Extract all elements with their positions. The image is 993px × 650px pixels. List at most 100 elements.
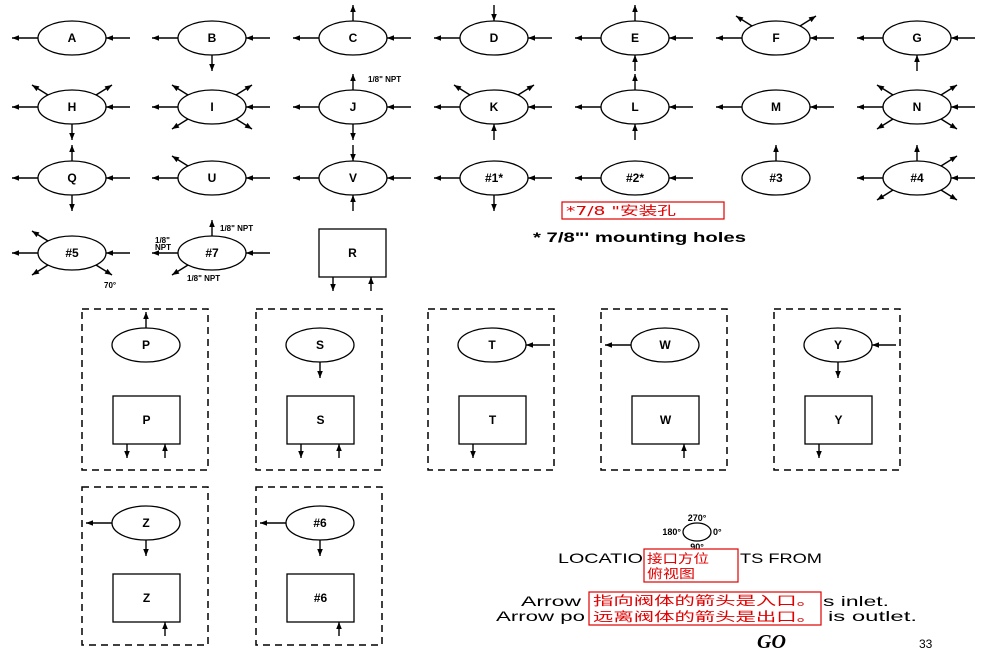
port-layout-h: H (12, 84, 130, 140)
orientation-compass: 270° 180° 0° 90° (662, 513, 722, 552)
layout-label: #1* (485, 171, 503, 185)
port-layout-m: M (716, 89, 834, 125)
layout-label: #2* (626, 171, 644, 185)
outlet-arrow (171, 118, 189, 130)
layout-label: L (631, 100, 638, 114)
port-layout-b: B (152, 20, 270, 71)
body-label: Y (834, 413, 842, 427)
layout-label: G (912, 31, 921, 45)
body-label: P (142, 413, 150, 427)
layout-label: T (488, 338, 496, 352)
compass-top-label: 270° (688, 513, 707, 523)
outlet-arrow (940, 189, 958, 201)
port-layout-7: #7 (152, 220, 270, 276)
layout-label: U (208, 171, 217, 185)
boxed-layout-w: WW (600, 308, 728, 471)
boxed-layout-y: YY (773, 308, 901, 471)
outlet-arrow (235, 84, 253, 96)
layout-label: J (350, 100, 357, 114)
compass-left-label: 180° (662, 527, 681, 537)
dashed-frame (427, 308, 555, 471)
body-view-w: W (631, 395, 700, 458)
layout-label: #6 (313, 516, 327, 530)
dashed-frame (255, 486, 383, 646)
outlet-arrow (31, 84, 49, 96)
port-layout-1: #1* (434, 160, 552, 211)
outlet-arrow (453, 84, 471, 96)
port-layout-u: U (152, 155, 270, 196)
outlet-rule-start: Arrow po (496, 608, 585, 624)
body-view-t: T (458, 395, 527, 458)
page-number: 33 (919, 637, 933, 650)
top-view-s: S (285, 327, 355, 378)
top-view-6: #6 (260, 505, 355, 556)
layout-label: S (316, 338, 324, 352)
valve-body-outline (286, 395, 355, 445)
layout-label: E (631, 31, 639, 45)
npt-callout-7-left-size: 1/8" (155, 236, 170, 245)
layout-label: M (771, 100, 781, 114)
body-view-p: P (112, 395, 181, 458)
port-layout-g: G (857, 20, 975, 71)
layout-label: I (210, 100, 213, 114)
body-view-y: Y (804, 395, 873, 458)
npt-callout-7-left-thread: NPT (155, 243, 171, 252)
outlet-arrow (799, 15, 817, 27)
outlet-arrow (31, 264, 49, 276)
inlet-rule-cn: 指向阀体的箭头是入口。 (593, 593, 817, 608)
legend-heading: LOCATIO TS FROM 接口方位 俯视图 (558, 548, 822, 583)
npt-callout-7-bottom: 1/8" NPT (187, 274, 220, 283)
outlet-arrow (735, 15, 753, 27)
valve-body-outline (458, 395, 527, 445)
legend-rules: Arrow s inlet. Arrow po is outlet. 指向阀体的… (496, 591, 917, 626)
port-layout-n: N (857, 84, 975, 130)
layout-label: N (913, 100, 922, 114)
outlet-arrow (31, 230, 49, 242)
outlet-rule-end: is outlet. (828, 608, 917, 624)
outlet-arrow (95, 84, 113, 96)
layout-label: #7 (205, 246, 219, 260)
layout-label: W (659, 338, 671, 352)
body-label: T (489, 413, 497, 427)
valve-body-outline (112, 573, 181, 623)
port-layout-4: #4 (857, 145, 975, 201)
boxed-layout-s: SS (255, 308, 383, 471)
boxed-layout-p: PP (81, 308, 209, 471)
layout-label: B (208, 31, 217, 45)
valve-body-outline (631, 395, 700, 445)
outlet-arrow (876, 84, 894, 96)
port-layout-2: #2* (575, 160, 693, 196)
outlet-arrow (171, 84, 189, 96)
outlet-arrow (876, 189, 894, 201)
port-layout-v: V (293, 145, 411, 211)
compass-ring (682, 522, 712, 542)
outlet-arrow (95, 264, 113, 276)
dashed-frame (600, 308, 728, 471)
outlet-arrow (171, 264, 189, 276)
inlet-rule-end: s inlet. (823, 593, 889, 609)
outlet-arrow (940, 84, 958, 96)
outlet-arrow (171, 155, 189, 167)
boxed-layout-z: ZZ (81, 486, 209, 646)
annotation-box (561, 201, 725, 220)
outlet-arrow (517, 84, 535, 96)
top-view-t: T (457, 327, 550, 363)
port-layout-k: K (434, 84, 552, 140)
top-view-y: Y (803, 327, 896, 378)
body-label: Z (143, 591, 150, 605)
outlet-rule-cn: 远离阀体的箭头是出口。 (593, 609, 817, 624)
layout-label: Z (142, 516, 149, 530)
layout-label: P (142, 338, 150, 352)
body-view-z: Z (112, 573, 181, 636)
compass-bottom-label: 90° (690, 542, 704, 552)
port-layout-l: L (575, 74, 693, 140)
valve-body-outline (286, 573, 355, 623)
port-layout-q: Q (12, 145, 130, 211)
heading-cn-line-2: 俯视图 (647, 566, 695, 581)
outlet-arrow (235, 118, 253, 130)
annotation-box (643, 548, 739, 583)
dashed-frame (773, 308, 901, 471)
mounting-hole-note-cn: *7/8 "安装孔 (561, 201, 725, 220)
port-layout-3: #3 (741, 145, 811, 196)
port-layout-a: A (12, 20, 130, 56)
